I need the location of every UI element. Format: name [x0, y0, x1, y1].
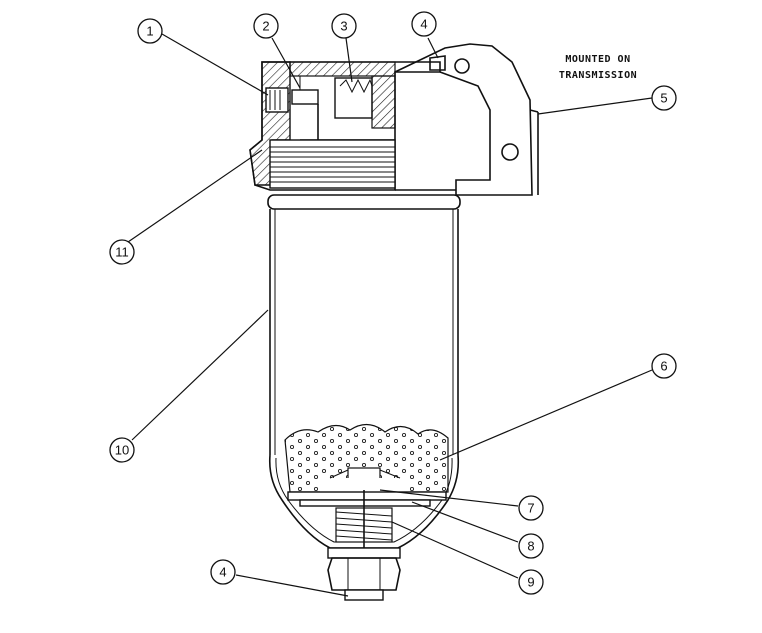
callout-5-label: 5	[660, 91, 667, 106]
callout-4-bottom-label: 4	[219, 565, 226, 580]
filter-element	[284, 423, 449, 495]
spring	[335, 490, 393, 548]
callout-7-label: 7	[527, 501, 534, 516]
callout-6: 6	[651, 353, 677, 379]
leader-lines	[127, 33, 653, 597]
callout-10: 10	[109, 437, 135, 463]
callout-7: 7	[518, 495, 544, 521]
callout-4-top: 4	[411, 11, 437, 37]
callout-11: 11	[109, 239, 135, 265]
callout-1-label: 1	[146, 24, 153, 39]
callout-1: 1	[137, 18, 163, 44]
callout-10-label: 10	[115, 443, 129, 458]
callout-9-label: 9	[527, 575, 534, 590]
mounting-note-line1: MOUNTED ON	[565, 54, 630, 65]
callout-3: 3	[331, 13, 357, 39]
callout-11-label: 11	[115, 245, 129, 260]
retainer-plate	[299, 499, 431, 507]
callout-2-label: 2	[262, 19, 269, 34]
filter-head	[249, 61, 441, 191]
filter-canister	[267, 194, 461, 549]
callout-9: 9	[518, 569, 544, 595]
callout-3-label: 3	[340, 19, 347, 34]
callout-2: 2	[253, 13, 279, 39]
drain-nut	[327, 547, 401, 601]
callout-8-label: 8	[527, 539, 534, 554]
mounting-note-line2: TRANSMISSION	[559, 70, 637, 81]
callout-4-bottom: 4	[210, 559, 236, 585]
mounting-bracket	[394, 43, 539, 196]
seal-washer	[287, 491, 447, 501]
callout-8: 8	[518, 533, 544, 559]
callout-6-label: 6	[660, 359, 667, 374]
callout-5: 5	[651, 85, 677, 111]
callout-4-top-label: 4	[420, 17, 427, 32]
